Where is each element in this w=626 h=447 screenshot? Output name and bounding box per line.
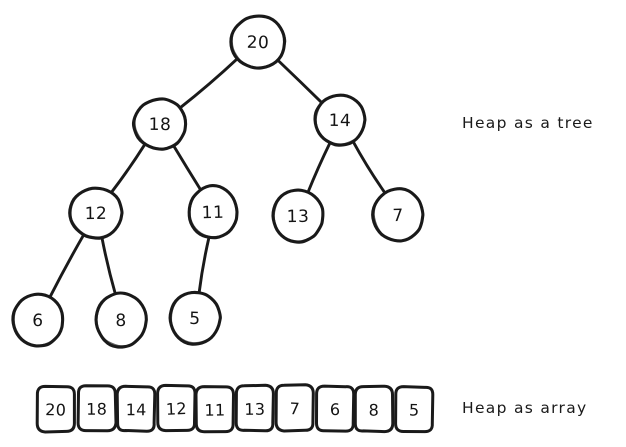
tree-edge (275, 57, 324, 105)
array-cell-label: 8 (369, 401, 380, 420)
array-cell-box (234, 383, 275, 433)
node-label: 20 (246, 33, 269, 53)
tree-node: 20 (229, 14, 287, 70)
node-label: 11 (201, 203, 224, 223)
tree-node: 13 (271, 188, 325, 244)
tree-node: 6 (11, 292, 65, 348)
array-cell-label: 5 (409, 401, 420, 420)
tree-edge (109, 142, 147, 195)
node-circle-overstroke (96, 292, 147, 347)
array-cell-label: 18 (86, 400, 107, 419)
node-circle-overstroke (373, 188, 424, 241)
array-cell-box (394, 385, 435, 434)
node-circle-overstroke (231, 15, 287, 68)
array-cell-box (35, 384, 76, 434)
array-cell-box (76, 384, 118, 433)
array-cell: 13 (234, 383, 275, 433)
node-circle-overstroke (134, 98, 187, 150)
array-cell: 18 (76, 384, 118, 433)
array-cells: 20 18 14 12 11 13 7 6 8 5 (35, 383, 435, 434)
node-label: 6 (32, 311, 44, 331)
array-cell-box (353, 384, 395, 434)
caption-heap-as-tree: Heap as a tree (462, 114, 594, 132)
tree-edge (171, 143, 203, 192)
node-circle-overstroke (170, 290, 222, 344)
tree-edge (351, 139, 387, 195)
array-cell: 20 (35, 384, 76, 434)
tree-edge (197, 235, 211, 295)
node-circle-overstroke (273, 189, 325, 242)
tree-node: 5 (168, 290, 222, 346)
array-cell: 8 (353, 384, 395, 434)
tree-node: 18 (131, 97, 188, 151)
tree-node: 7 (371, 187, 425, 243)
node-label: 7 (392, 206, 404, 226)
node-circle-overstroke (70, 187, 123, 238)
node-label: 12 (85, 204, 108, 224)
node-label: 8 (115, 311, 127, 331)
tree-edge (306, 140, 332, 195)
tree-node: 14 (313, 93, 367, 147)
array-cell-label: 13 (244, 400, 265, 419)
tree-edges (48, 56, 387, 300)
tree-edge (177, 56, 240, 110)
array-cell-box (274, 383, 315, 433)
array-cell: 12 (156, 383, 197, 433)
array-cell: 6 (315, 384, 356, 433)
node-circle-overstroke (13, 293, 64, 346)
node-label: 14 (329, 111, 352, 131)
array-cell-label: 20 (45, 400, 66, 419)
array-cell: 11 (194, 385, 235, 434)
array-cell-box (194, 385, 235, 434)
tree-node: 11 (187, 184, 239, 240)
array-cell-label: 12 (166, 399, 188, 419)
tree-edge (48, 232, 86, 300)
caption-heap-as-array: Heap as array (462, 399, 588, 417)
tree-node: 12 (68, 186, 124, 240)
node-label: 5 (189, 309, 201, 329)
array-cell: 7 (274, 383, 315, 433)
array-cell: 5 (394, 385, 435, 434)
array-cell-label: 7 (289, 399, 300, 418)
node-label: 13 (287, 207, 310, 227)
array-cell-box (156, 383, 197, 433)
node-circle-overstroke (189, 185, 238, 238)
array-cell: 14 (115, 384, 157, 433)
node-circle-overstroke (315, 94, 367, 145)
array-cell-label: 6 (330, 400, 341, 419)
tree-edge (100, 235, 117, 296)
array-cell-box (315, 384, 356, 433)
node-label: 18 (149, 115, 172, 135)
array-cell-box (115, 384, 157, 433)
tree-nodes: 20 18 14 12 11 13 7 6 8 5 (11, 14, 425, 349)
array-cell-label: 11 (204, 400, 225, 419)
array-cell-label: 14 (126, 400, 147, 419)
tree-node: 8 (94, 291, 148, 349)
